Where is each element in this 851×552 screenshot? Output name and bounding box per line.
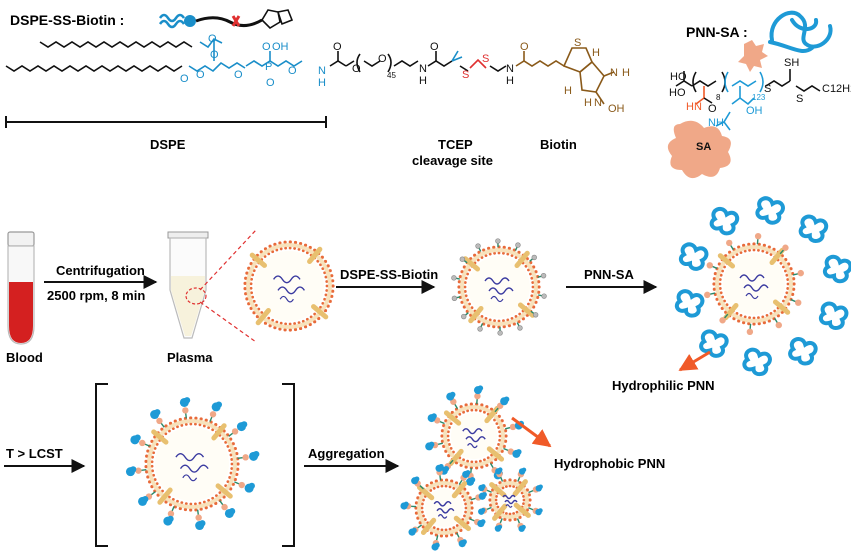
hydrophobic-pointer-arrow [511, 416, 552, 448]
vesicle-layer [125, 196, 851, 551]
dspe-bracket [5, 116, 327, 128]
sa-label: SA [696, 141, 711, 153]
svg-text:C12H25: C12H25 [822, 83, 851, 95]
svg-text:123: 123 [752, 93, 766, 102]
svg-text:O: O [333, 41, 342, 53]
svg-text:N: N [506, 63, 514, 75]
svg-text:O: O [378, 53, 387, 65]
vesicle-pnn-collapsed [125, 397, 260, 531]
svg-text:S: S [764, 83, 771, 95]
svg-text:HO: HO [669, 87, 686, 99]
dspe-ss-biotin-icon [158, 9, 294, 30]
dspe-lipid-tails [5, 41, 193, 72]
vesicle-aggregate-3 [478, 467, 543, 532]
pnn-sa-labels: HO HO 8 O HN 123 OH NH S SH S C12H25 [669, 57, 851, 129]
svg-text:O: O [262, 41, 271, 53]
svg-text:O: O [210, 49, 219, 61]
biotin-labels: O S H H N H H N OH [520, 37, 630, 115]
svg-text:8: 8 [716, 93, 721, 102]
disulfide-labels: O S S N H [430, 41, 514, 87]
svg-text:N: N [594, 97, 602, 109]
right-bracket [282, 383, 295, 547]
pnn-sa-title: PNN-SA : [686, 24, 748, 40]
svg-text:O: O [180, 73, 189, 85]
pnn-sa-backbone [675, 69, 821, 131]
vesicle-aggregate-1 [425, 385, 525, 486]
peg-labels: O O O 45 N H [333, 41, 427, 87]
svg-text:NH: NH [708, 117, 724, 129]
svg-text:H: H [419, 75, 427, 87]
peg-linker [329, 51, 419, 73]
svg-text:S: S [574, 37, 581, 49]
svg-text:O: O [196, 69, 205, 81]
svg-text:O: O [266, 77, 275, 89]
svg-text:N: N [318, 65, 326, 77]
svg-text:H: H [564, 85, 572, 97]
centrifugation-conditions: 2500 rpm, 8 min [47, 288, 145, 303]
vesicle-isolated [243, 240, 335, 332]
dspe-ss-biotin-step-label: DSPE-SS-Biotin [340, 267, 438, 282]
svg-text:P: P [265, 61, 272, 73]
svg-text:O: O [208, 33, 217, 45]
dspe-ss-biotin-title: DSPE-SS-Biotin : [10, 12, 124, 28]
biotin-structure [515, 47, 615, 105]
svg-text:S: S [796, 93, 803, 105]
svg-text:OH: OH [272, 41, 289, 53]
svg-text:O: O [234, 69, 243, 81]
svg-text:SH: SH [784, 57, 799, 69]
cleavage-site-label: cleavage site [412, 153, 493, 168]
svg-text:O: O [288, 65, 297, 77]
zoom-line-bottom [199, 301, 257, 343]
svg-text:H: H [584, 97, 592, 109]
vesicle-biotinylated [451, 238, 547, 336]
svg-text:N: N [610, 67, 618, 79]
svg-text:HN: HN [686, 101, 702, 113]
left-bracket [95, 383, 108, 547]
hydrophobic-pnn-label: Hydrophobic PNN [554, 456, 665, 471]
svg-text:H: H [622, 67, 630, 79]
svg-text:N: N [419, 63, 427, 75]
vesicle-pnn-hydrophilic [674, 196, 851, 377]
aggregation-label: Aggregation [308, 446, 385, 461]
pnn-sa-step-label: PNN-SA [584, 267, 634, 282]
plasma-label: Plasma [167, 350, 213, 365]
blood-tube [7, 231, 35, 345]
streptavidin-blob [667, 120, 731, 179]
svg-text:OH: OH [746, 105, 763, 117]
disulfide-region [427, 50, 507, 72]
pnn-sa-icon [738, 10, 833, 72]
svg-text:45: 45 [387, 71, 396, 80]
svg-text:O: O [520, 41, 529, 53]
svg-text:O: O [708, 103, 717, 115]
svg-text:S: S [482, 53, 489, 65]
svg-text:H: H [592, 47, 600, 59]
centrifugation-label: Centrifugation [56, 263, 145, 278]
svg-text:OH: OH [608, 103, 625, 115]
plasma-tube [167, 231, 209, 339]
svg-text:H: H [506, 75, 514, 87]
svg-text:O: O [430, 41, 439, 53]
tcep-label: TCEP [438, 137, 473, 152]
svg-text:HO: HO [670, 71, 687, 83]
dspe-head-labels: O O O O O O OH P O O N H [180, 33, 326, 89]
blood-label: Blood [6, 350, 43, 365]
hydrophilic-pointer-arrow [678, 350, 711, 372]
svg-text:O: O [352, 63, 361, 75]
biotin-label: Biotin [540, 137, 577, 152]
dspe-head-group [188, 37, 303, 73]
svg-text:S: S [462, 69, 469, 81]
vesicle-aggregate-2 [400, 463, 487, 551]
t-lcst-label: T > LCST [6, 446, 63, 461]
hydrophilic-pnn-label: Hydrophilic PNN [612, 378, 715, 393]
svg-text:H: H [318, 77, 326, 89]
dspe-label: DSPE [150, 137, 186, 152]
